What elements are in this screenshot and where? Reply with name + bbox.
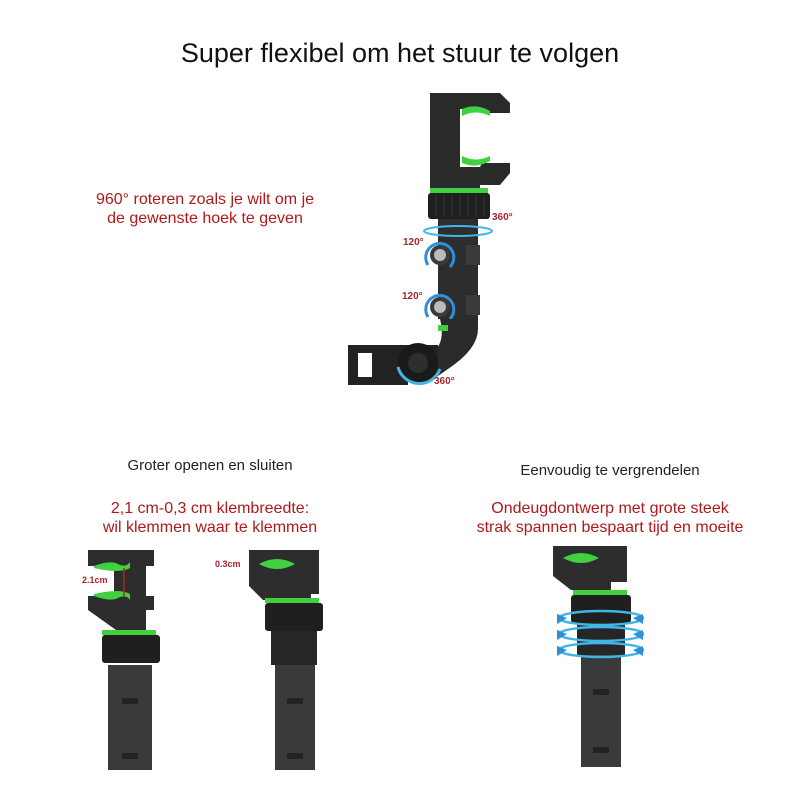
rotate-top-label: 360°	[492, 212, 513, 223]
closed-width-label: 0.3cm	[215, 559, 241, 569]
left-heading: Groter openen en sluiten	[127, 457, 293, 474]
rotation-caption-line2: de gewenste hoek te geven	[107, 210, 303, 227]
locking-clamp-illustration	[545, 544, 655, 784]
clamp-width-caption-line2: wil klemmen waar te klemmen	[102, 519, 318, 536]
open-clamp-drawing	[88, 550, 160, 770]
locking-clamp-drawing	[553, 546, 645, 767]
right-heading: Eenvoudig te vergrendelen	[520, 462, 700, 479]
rotating-holder-illustration: 360° 120° 120° 360°	[340, 85, 540, 405]
page-title: Super flexibel om het stuur te volgen	[180, 38, 620, 68]
clamp-width-caption: 2,1 cm-0,3 cm klembreedte: wil klemmen w…	[60, 499, 360, 537]
locking-caption-line2: strak spannen bespaart tijd en moeite	[476, 519, 744, 536]
pivot-lower-label: 120°	[402, 291, 423, 302]
clamp-width-caption-line1: 2,1 cm-0,3 cm klembreedte:	[110, 500, 310, 517]
closed-clamp-drawing	[249, 550, 323, 770]
open-clamp-illustration: 2.1cm	[80, 548, 170, 778]
pivot-upper-label: 120°	[403, 237, 424, 248]
locking-caption-line1: Ondeugdontwerp met grote steek	[491, 500, 729, 517]
open-width-label: 2.1cm	[82, 575, 108, 585]
locking-caption: Ondeugdontwerp met grote steek strak spa…	[430, 499, 790, 537]
holder-drawing	[348, 93, 510, 386]
rotate-bottom-label: 360°	[434, 376, 455, 387]
rotation-caption-line1: 960° roteren zoals je wilt om je	[95, 191, 315, 208]
rotation-caption: 960° roteren zoals je wilt om je de gewe…	[60, 190, 350, 228]
closed-clamp-illustration: 0.3cm	[215, 548, 325, 778]
